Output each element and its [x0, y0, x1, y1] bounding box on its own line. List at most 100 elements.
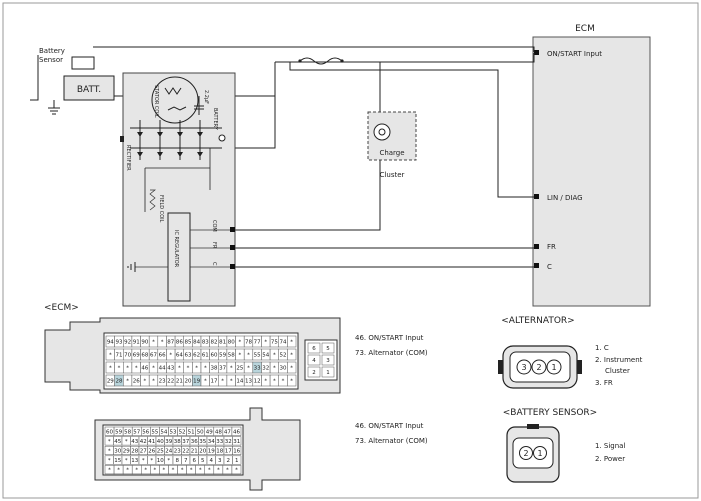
second-pin-label: 39 — [165, 439, 172, 445]
second-pin-label: 58 — [124, 429, 131, 435]
second-pin-label: 5 — [201, 458, 205, 464]
ecm-pin: * — [243, 361, 254, 374]
ecm-pin: 32 — [261, 361, 271, 374]
second-pin-label: 24 — [165, 448, 172, 454]
rectifier-symbol: RECTIFIER — [120, 120, 222, 171]
ecm-side-pin-label: 5 — [326, 346, 330, 352]
second-pin-label: 19 — [208, 448, 215, 454]
second-pin-label: 20 — [199, 448, 206, 454]
ecm-pin: * — [192, 361, 202, 374]
ecm-pin-label: 26 — [133, 379, 140, 385]
ic-regulator-box — [167, 212, 191, 302]
alternator-battery-label: BATTERY — [212, 108, 218, 131]
ecm-pin-label: 82 — [210, 340, 217, 346]
second-pin: 40 — [155, 436, 165, 446]
second-pin: 24 — [164, 445, 174, 455]
ecm-pin-label: 25 — [236, 366, 243, 372]
alternator-c-label: C — [211, 262, 217, 266]
ecm-pin-label: 23 — [159, 379, 166, 385]
regulator-wires — [135, 229, 232, 268]
second-pin-label: 13 — [131, 458, 138, 464]
ecm-pin: * — [235, 335, 245, 348]
second-pin: * — [168, 465, 178, 475]
ecm-pin: 69 — [131, 348, 141, 361]
second-pin: 57 — [131, 426, 142, 436]
second-pin-label: 4 — [210, 458, 214, 464]
second-pin-label: 30 — [114, 448, 121, 454]
ecm-pin-label: * — [238, 353, 241, 359]
second-pin-label: 49 — [206, 429, 213, 435]
ecm-pin-label: * — [204, 366, 207, 372]
charge-label: Charge — [379, 149, 404, 157]
second-pin: 56 — [141, 426, 151, 436]
ecm-pin-c: C — [547, 263, 552, 271]
ecm-pin-label: * — [247, 366, 250, 372]
second-pin: 51 — [186, 426, 196, 436]
ecm-pin-label: 77 — [254, 340, 261, 346]
second-pin-label: * — [167, 458, 170, 464]
ecm-pin: 46 — [140, 361, 150, 374]
ecm-pin-label: 83 — [202, 340, 209, 346]
second-pin-label: * — [125, 458, 128, 464]
ecm-pin-label: 33 — [254, 366, 261, 372]
ecm-pin: 54 — [261, 348, 271, 361]
ecm-pin-label: 58 — [228, 353, 235, 359]
second-pin-label: 22 — [182, 448, 189, 454]
ecm-pin: * — [148, 374, 159, 387]
ecm-pin-label: * — [126, 379, 129, 385]
ecm-pin-label: * — [282, 379, 285, 385]
battery-sensor-pin: 2 — [519, 446, 533, 460]
second-pin: * — [222, 465, 233, 475]
second-pin: * — [104, 465, 115, 475]
ecm-pin-label: * — [195, 366, 198, 372]
ecm-pin-label: 90 — [141, 340, 148, 346]
ecm-pin-label: * — [152, 340, 155, 346]
ecm-pin-label: * — [273, 353, 276, 359]
ecm-pin-label: 43 — [167, 366, 174, 372]
battery-sensor-legend-2: 2. Power — [595, 455, 625, 463]
ecm-pin: * — [105, 348, 115, 361]
second-pin: 60 — [104, 426, 115, 436]
ecm-pin-label: 92 — [124, 340, 131, 346]
second-pin-label: 29 — [123, 448, 130, 454]
battery-sensor-label-line1: Battery — [39, 47, 65, 55]
ecm-pin-label: 63 — [185, 353, 192, 359]
second-pin-label: 47 — [224, 429, 231, 435]
ecm-pin-label: 12 — [254, 379, 261, 385]
ecm-pin: 75 — [269, 335, 279, 348]
ecm-pin: * — [105, 361, 115, 374]
second-pin-label: 48 — [215, 429, 222, 435]
alternator-connector-heading: <ALTERNATOR> — [501, 316, 574, 326]
ecm-pin-label: * — [135, 366, 138, 372]
second-pin: 28 — [130, 445, 140, 455]
ecm-pin-label: 17 — [210, 379, 217, 385]
ecm-pin: 26 — [131, 374, 141, 387]
ecm-side-pin-label: 4 — [312, 358, 316, 364]
alternator-pin-label: 1 — [551, 363, 556, 372]
battery-sensor-label-line2: Sensor — [39, 56, 63, 64]
ecm-pin-label: * — [290, 379, 293, 385]
ecm-pin-markers — [534, 50, 539, 268]
ecm-pin: 59 — [218, 348, 228, 361]
second-pin-label: * — [108, 439, 111, 445]
second-pin-label: 37 — [182, 439, 189, 445]
ecm-pin: 37 — [218, 361, 228, 374]
second-pin-label: 31 — [233, 439, 240, 445]
second-pin: * — [141, 465, 151, 475]
ecm-pin: 87 — [166, 335, 176, 348]
ecm-pin-label: * — [109, 353, 112, 359]
second-pin-label: 46 — [233, 429, 240, 435]
alternator-fr-label: FR — [211, 242, 217, 249]
ecm-pin-label: 28 — [115, 379, 122, 385]
ecm-pin-label: 87 — [167, 340, 174, 346]
ecm-pin-label: * — [178, 366, 181, 372]
second-pin-label: 42 — [140, 439, 147, 445]
alternator-legend-3: 3. FR — [595, 379, 613, 387]
ecm-pin-label: 67 — [150, 353, 157, 359]
second-pin-label: * — [125, 439, 128, 445]
